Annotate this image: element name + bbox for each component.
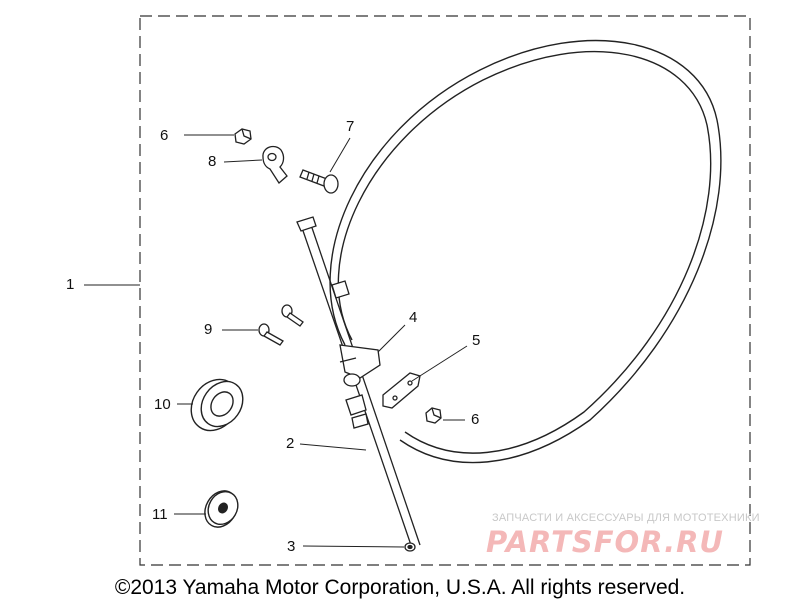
callout-8: 8 [208, 153, 217, 170]
cable-loop [329, 39, 722, 464]
callout-10: 10 [154, 396, 171, 413]
callout-6-right: 6 [471, 411, 480, 428]
callout-5: 5 [472, 332, 481, 349]
callout-2: 2 [286, 435, 295, 452]
washer [204, 490, 239, 528]
leader-lines [84, 134, 468, 548]
nut-top [234, 128, 252, 145]
assembly-boundary [139, 15, 751, 566]
nut-right [425, 407, 442, 424]
cable-shaft [296, 216, 421, 549]
cable-end [404, 542, 416, 552]
bracket-plate [382, 372, 421, 409]
callout-11: 11 [152, 506, 168, 523]
watermark-brand: PARTSFOR.RU [486, 525, 724, 559]
callout-6-top: 6 [160, 127, 169, 144]
grommet [190, 378, 244, 432]
hook-bracket [262, 145, 288, 184]
callout-9: 9 [204, 321, 213, 338]
watermark-tagline: ЗАПЧАСТИ И АКСЕССУАРЫ ДЛЯ МОТОТЕХНИКИ [492, 512, 760, 524]
cable-clamp [339, 344, 381, 387]
screws-9 [258, 304, 304, 346]
bolt-7 [299, 169, 339, 194]
callout-7: 7 [346, 118, 355, 135]
callout-4: 4 [409, 309, 418, 326]
copyright-notice: ©2013 Yamaha Motor Corporation, U.S.A. A… [114, 576, 686, 599]
callout-1: 1 [66, 276, 75, 293]
callout-3: 3 [287, 538, 296, 555]
